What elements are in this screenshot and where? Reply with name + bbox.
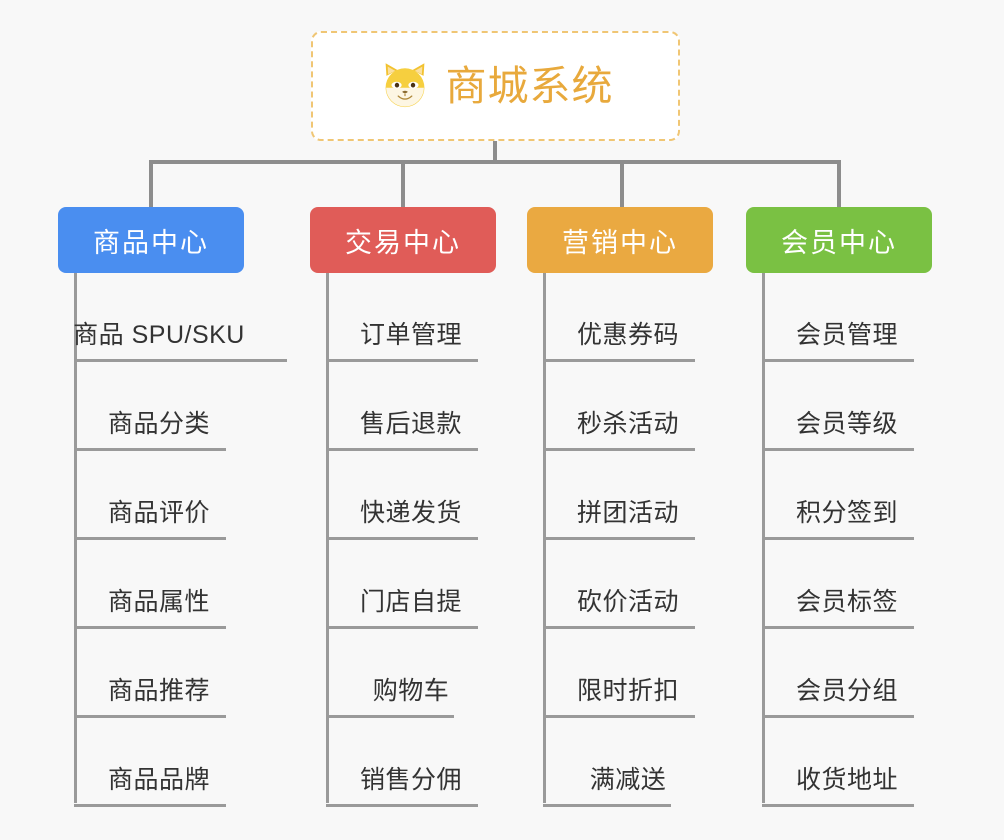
item-underline [543, 537, 695, 540]
branch-header-member-center[interactable]: 会员中心 [746, 207, 932, 273]
item-underline [74, 715, 226, 718]
list-item-label: 限时折扣 [576, 677, 679, 705]
list-item[interactable]: 优惠券码 [543, 273, 713, 362]
connector-drop-2 [401, 160, 405, 207]
list-item-label: 会员等级 [795, 410, 898, 438]
list-item-label: 售后退款 [359, 410, 462, 438]
list-item[interactable]: 商品分类 [74, 362, 244, 451]
connector-drop-3 [620, 160, 624, 207]
list-item[interactable]: 订单管理 [326, 273, 496, 362]
branch-header-label: 商品中心 [93, 227, 209, 258]
list-item-label: 商品推荐 [107, 677, 210, 705]
list-item-label: 积分签到 [795, 499, 898, 527]
list-item[interactable]: 商品推荐 [74, 629, 244, 718]
list-item-label: 会员标签 [795, 588, 898, 616]
branch-header-label: 会员中心 [781, 227, 897, 258]
item-underline [762, 537, 914, 540]
item-underline [762, 715, 914, 718]
list-item-label: 砍价活动 [576, 588, 679, 616]
list-item[interactable]: 商品品牌 [74, 718, 244, 807]
item-underline [74, 359, 287, 362]
item-underline [326, 448, 478, 451]
list-item[interactable]: 会员分组 [762, 629, 932, 718]
item-underline [762, 448, 914, 451]
item-underline [326, 626, 478, 629]
list-item-label: 商品属性 [107, 588, 210, 616]
item-underline [762, 359, 914, 362]
branch-items-trade-center: 订单管理 售后退款 快递发货 门店自提 购物车 销售分佣 [326, 273, 496, 807]
list-item-label: 商品 SPU/SKU [73, 321, 245, 349]
root-node[interactable]: 商城系统 [311, 31, 680, 141]
item-underline [543, 359, 695, 362]
list-item[interactable]: 收货地址 [762, 718, 932, 807]
branch-header-marketing-center[interactable]: 营销中心 [527, 207, 713, 273]
list-item-label: 门店自提 [359, 588, 462, 616]
list-item-label: 订单管理 [359, 321, 462, 349]
item-underline [326, 804, 478, 807]
item-underline [326, 537, 478, 540]
item-underline [74, 626, 226, 629]
connector-root-trunk [493, 141, 497, 162]
branch-header-trade-center[interactable]: 交易中心 [310, 207, 496, 273]
list-item[interactable]: 商品 SPU/SKU [73, 273, 287, 362]
connector-horizontal-bus [149, 160, 841, 164]
list-item-label: 商品品牌 [107, 766, 210, 794]
list-item[interactable]: 商品评价 [74, 451, 244, 540]
connector-drop-1 [149, 160, 153, 207]
shiba-inu-icon [378, 59, 432, 113]
list-item[interactable]: 商品属性 [74, 540, 244, 629]
item-underline [326, 359, 478, 362]
item-underline [74, 537, 226, 540]
branch-header-label: 交易中心 [345, 227, 461, 258]
list-item[interactable]: 购物车 [326, 629, 496, 718]
item-underline [762, 804, 914, 807]
list-item[interactable]: 积分签到 [762, 451, 932, 540]
list-item-label: 商品分类 [107, 410, 210, 438]
list-item[interactable]: 会员管理 [762, 273, 932, 362]
list-item-label: 收货地址 [795, 766, 898, 794]
list-item[interactable]: 会员等级 [762, 362, 932, 451]
list-item[interactable]: 快递发货 [326, 451, 496, 540]
branch-column-member-center: 会员中心 会员管理 会员等级 积分签到 会员标签 会员分组 [746, 207, 932, 807]
item-underline [543, 448, 695, 451]
list-item[interactable]: 砍价活动 [543, 540, 713, 629]
list-item-label: 会员管理 [795, 321, 898, 349]
branch-column-product-center: 商品中心 商品 SPU/SKU 商品分类 商品评价 商品属性 商品推荐 [58, 207, 287, 807]
item-underline [543, 804, 671, 807]
list-item-label: 销售分佣 [359, 766, 462, 794]
list-item-label: 优惠券码 [576, 321, 679, 349]
list-item-label: 满减送 [589, 766, 667, 794]
item-underline [74, 448, 226, 451]
list-item[interactable]: 满减送 [543, 718, 713, 807]
list-item-label: 购物车 [372, 677, 450, 705]
root-title: 商城系统 [445, 62, 614, 109]
branch-items-marketing-center: 优惠券码 秒杀活动 拼团活动 砍价活动 限时折扣 满减送 [543, 273, 713, 807]
connector-drop-4 [837, 160, 841, 207]
branch-header-label: 营销中心 [562, 227, 678, 258]
item-underline [543, 626, 695, 629]
branch-items-product-center: 商品 SPU/SKU 商品分类 商品评价 商品属性 商品推荐 商品品牌 [73, 273, 287, 807]
list-item-label: 商品评价 [107, 499, 210, 527]
list-item-label: 拼团活动 [576, 499, 679, 527]
item-underline [326, 715, 454, 718]
branch-header-product-center[interactable]: 商品中心 [58, 207, 244, 273]
item-underline [762, 626, 914, 629]
item-underline [543, 715, 695, 718]
branch-column-marketing-center: 营销中心 优惠券码 秒杀活动 拼团活动 砍价活动 限时折扣 [527, 207, 713, 807]
list-item[interactable]: 拼团活动 [543, 451, 713, 540]
item-underline [74, 804, 226, 807]
list-item[interactable]: 会员标签 [762, 540, 932, 629]
list-item-label: 快递发货 [359, 499, 462, 527]
list-item[interactable]: 销售分佣 [326, 718, 496, 807]
list-item[interactable]: 秒杀活动 [543, 362, 713, 451]
list-item[interactable]: 售后退款 [326, 362, 496, 451]
list-item-label: 会员分组 [795, 677, 898, 705]
branch-items-member-center: 会员管理 会员等级 积分签到 会员标签 会员分组 收货地址 [762, 273, 932, 807]
list-item-label: 秒杀活动 [576, 410, 679, 438]
list-item[interactable]: 门店自提 [326, 540, 496, 629]
branch-column-trade-center: 交易中心 订单管理 售后退款 快递发货 门店自提 购物车 [310, 207, 496, 807]
list-item[interactable]: 限时折扣 [543, 629, 713, 718]
